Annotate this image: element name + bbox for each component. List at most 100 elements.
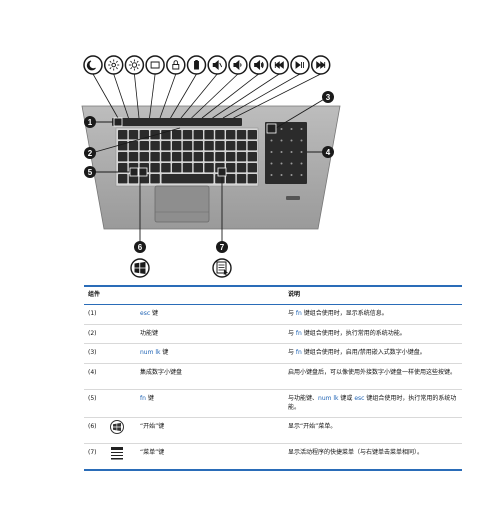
description-text: 显示“开始”菜单。 (288, 423, 337, 431)
keyboard-key (150, 141, 160, 151)
brightness-down-icon (103, 55, 124, 75)
keypad-key (290, 128, 293, 130)
callout-6: 6 (134, 241, 146, 253)
row-icon-cell (106, 344, 136, 364)
keyboard-key (182, 141, 193, 151)
key-name: fn (295, 329, 302, 337)
description-text: 显示活动程序的快捷菜单（与右键单击菜单相同）。 (288, 449, 424, 457)
function-icon-leader (201, 73, 259, 119)
component-name: fn 键 (136, 390, 284, 418)
keyboard-key (215, 141, 225, 151)
keypad-key (300, 151, 303, 153)
component-label: “开始”键 (140, 423, 165, 431)
function-icon-leader (113, 73, 129, 119)
menu-key-icon (106, 444, 136, 470)
component-table: 组件 说明 (1)esc 键与 fn 键组合使用时，显示系统信息。(2)功能键与… (84, 285, 462, 471)
component-name: “开始”键 (136, 418, 284, 444)
keyboard-key (161, 163, 171, 173)
keyboard-key (247, 141, 257, 151)
keyboard-key (172, 141, 182, 151)
keyboard-key (193, 130, 203, 140)
keyboard-key (236, 163, 247, 173)
component-suffix: 键 (145, 395, 154, 403)
key-name: num lk (140, 349, 161, 357)
callout-2: 2 (84, 147, 96, 159)
keypad-key (270, 139, 273, 142)
keyboard-key (215, 152, 225, 162)
callout-7: 7 (216, 241, 228, 253)
keypad-key (270, 151, 273, 153)
keyboard-key (182, 163, 193, 173)
keyboard-key (161, 152, 171, 162)
row-number: (4) (88, 369, 97, 377)
component-description: 与功能键、num lk 键或 esc 键组合使用时，执行常用的系统功能。 (284, 390, 462, 418)
table-row: (7) “菜单”键显示活动程序的快捷菜单（与右键单击菜单相同）。 (84, 444, 462, 470)
svg-text:5: 5 (88, 168, 93, 177)
keypad-key (300, 128, 303, 130)
svg-text:6: 6 (138, 243, 143, 252)
next-icon (310, 55, 331, 75)
component-name: “菜单”键 (136, 444, 284, 470)
keypad-key (290, 174, 293, 176)
lock-icon (166, 55, 186, 75)
keypad-key (280, 139, 283, 142)
numeric-keypad-keys (270, 128, 303, 176)
function-icon-leader (134, 73, 140, 119)
windows-logo-icon (106, 418, 136, 444)
svg-text:7: 7 (220, 243, 225, 252)
description-text: 与 (288, 349, 296, 357)
keyboard-key (193, 141, 203, 151)
function-icon-leader (180, 73, 218, 119)
row-icon-cell (106, 364, 136, 390)
numeric-keypad (265, 122, 307, 184)
battery-icon (186, 55, 207, 75)
keyboard-key (128, 141, 139, 151)
keyboard-key (247, 174, 257, 184)
keypad-key (270, 162, 273, 165)
keyboard-key (172, 130, 182, 140)
keyboard-key (204, 152, 214, 162)
callout-3-leader (275, 97, 327, 129)
keyboard-key (226, 174, 236, 184)
row-number: (7) (88, 449, 97, 457)
keyboard-key (247, 152, 257, 162)
description-text: 键组合使用时，执行常用的系统功能。 (301, 329, 406, 337)
keyboard-key (247, 163, 257, 173)
function-icon-leader (92, 73, 119, 119)
table-row: (1)esc 键与 fn 键组合使用时，显示系统信息。 (84, 304, 462, 325)
volume-up-icon (248, 55, 269, 75)
header-description: 说明 (288, 291, 301, 298)
keyboard-key (150, 163, 160, 173)
component-suffix: 键 (160, 349, 169, 357)
keyboard-key (182, 152, 193, 162)
component-name: esc 键 (136, 304, 284, 324)
component-name: 功能键 (136, 324, 284, 344)
row-number: (5) (88, 395, 97, 403)
row-number: (6) (88, 423, 97, 431)
component-description: 与 fn 键组合使用时，启用/禁用嵌入式数字小键盘。 (284, 344, 462, 364)
keyboard-key (118, 141, 128, 151)
keyboard-key (172, 152, 182, 162)
previous-icon (269, 55, 290, 75)
keyboard-key (236, 130, 247, 140)
keypad-key (280, 162, 283, 165)
sleep-icon (83, 55, 103, 75)
description-text: 与功能键、 (288, 395, 319, 403)
function-key-row (112, 118, 242, 126)
component-name: 集成数字小键盘 (136, 364, 284, 390)
keyboard-keys (118, 130, 257, 184)
spacebar (161, 174, 214, 184)
svg-text:1: 1 (88, 118, 93, 127)
keyboard-key (247, 130, 257, 140)
table-row: (4) 集成数字小键盘启用小键盘后，可以像使用外接数字小键盘一样使用这些按键。 (84, 364, 462, 390)
keyboard-key (215, 130, 225, 140)
callout-2-leader (94, 127, 181, 153)
keyboard-key (204, 141, 214, 151)
component-suffix: 键 (150, 309, 159, 317)
component-name: num lk 键 (136, 344, 284, 364)
table-row: (3)num lk 键与 fn 键组合使用时，启用/禁用嵌入式数字小键盘。 (84, 344, 462, 364)
keyboard-key (172, 163, 182, 173)
display-icon (145, 55, 165, 75)
keyboard-key (139, 141, 149, 151)
description-text: 启用小键盘后，可以像使用外接数字小键盘一样使用这些按键。 (288, 369, 457, 377)
